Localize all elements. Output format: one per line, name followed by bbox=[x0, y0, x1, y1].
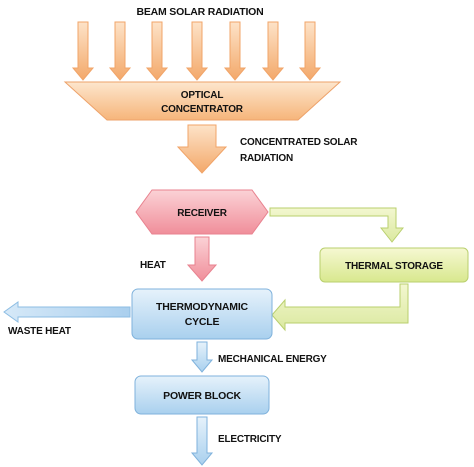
to-storage-arrow-icon bbox=[269, 207, 405, 243]
mechanical-arrow-icon bbox=[190, 341, 214, 373]
receiver-label: RECEIVER bbox=[177, 208, 228, 219]
down-arrow-icon bbox=[108, 21, 132, 81]
down-arrow-icon bbox=[261, 21, 285, 81]
electricity-arrow-icon bbox=[190, 416, 214, 466]
concentrated-arrow-icon bbox=[176, 124, 228, 174]
power-block-label: POWER BLOCK bbox=[163, 390, 241, 402]
thermal-storage-box bbox=[319, 247, 469, 283]
thermal-storage-label: THERMAL STORAGE bbox=[345, 261, 443, 272]
optical-concentrator-shape bbox=[63, 81, 342, 121]
thermodynamic-label-line1: THERMODYNAMIC bbox=[156, 301, 249, 313]
electricity-label: ELECTRICITY bbox=[218, 434, 282, 445]
mechanical-energy-label: MECHANICAL ENERGY bbox=[218, 354, 327, 365]
waste-heat-arrow-icon bbox=[3, 301, 131, 323]
down-arrow-icon bbox=[145, 21, 169, 81]
down-arrow-icon bbox=[223, 21, 247, 81]
thermodynamic-label-line2: CYCLE bbox=[185, 316, 220, 328]
waste-heat-label: WASTE HEAT bbox=[8, 326, 71, 337]
sun-rays bbox=[71, 21, 322, 81]
down-arrow-icon bbox=[185, 21, 209, 81]
concentrator-label-line2: CONCENTRATOR bbox=[161, 104, 244, 115]
from-storage-arrow-icon bbox=[271, 283, 409, 332]
down-arrow-icon bbox=[298, 21, 322, 81]
concentrated-label-line2: RADIATION bbox=[240, 153, 293, 164]
beam-solar-radiation-label: BEAM SOLAR RADIATION bbox=[136, 6, 263, 18]
concentrated-label-line1: CONCENTRATED SOLAR bbox=[240, 137, 358, 148]
power-block-box bbox=[134, 375, 270, 415]
heat-arrow-icon bbox=[186, 236, 218, 282]
receiver-shape bbox=[135, 189, 269, 235]
down-arrow-icon bbox=[71, 21, 95, 81]
heat-label: HEAT bbox=[140, 260, 166, 271]
concentrator-label-line1: OPTICAL bbox=[181, 90, 224, 101]
thermodynamic-cycle-box bbox=[131, 288, 273, 340]
